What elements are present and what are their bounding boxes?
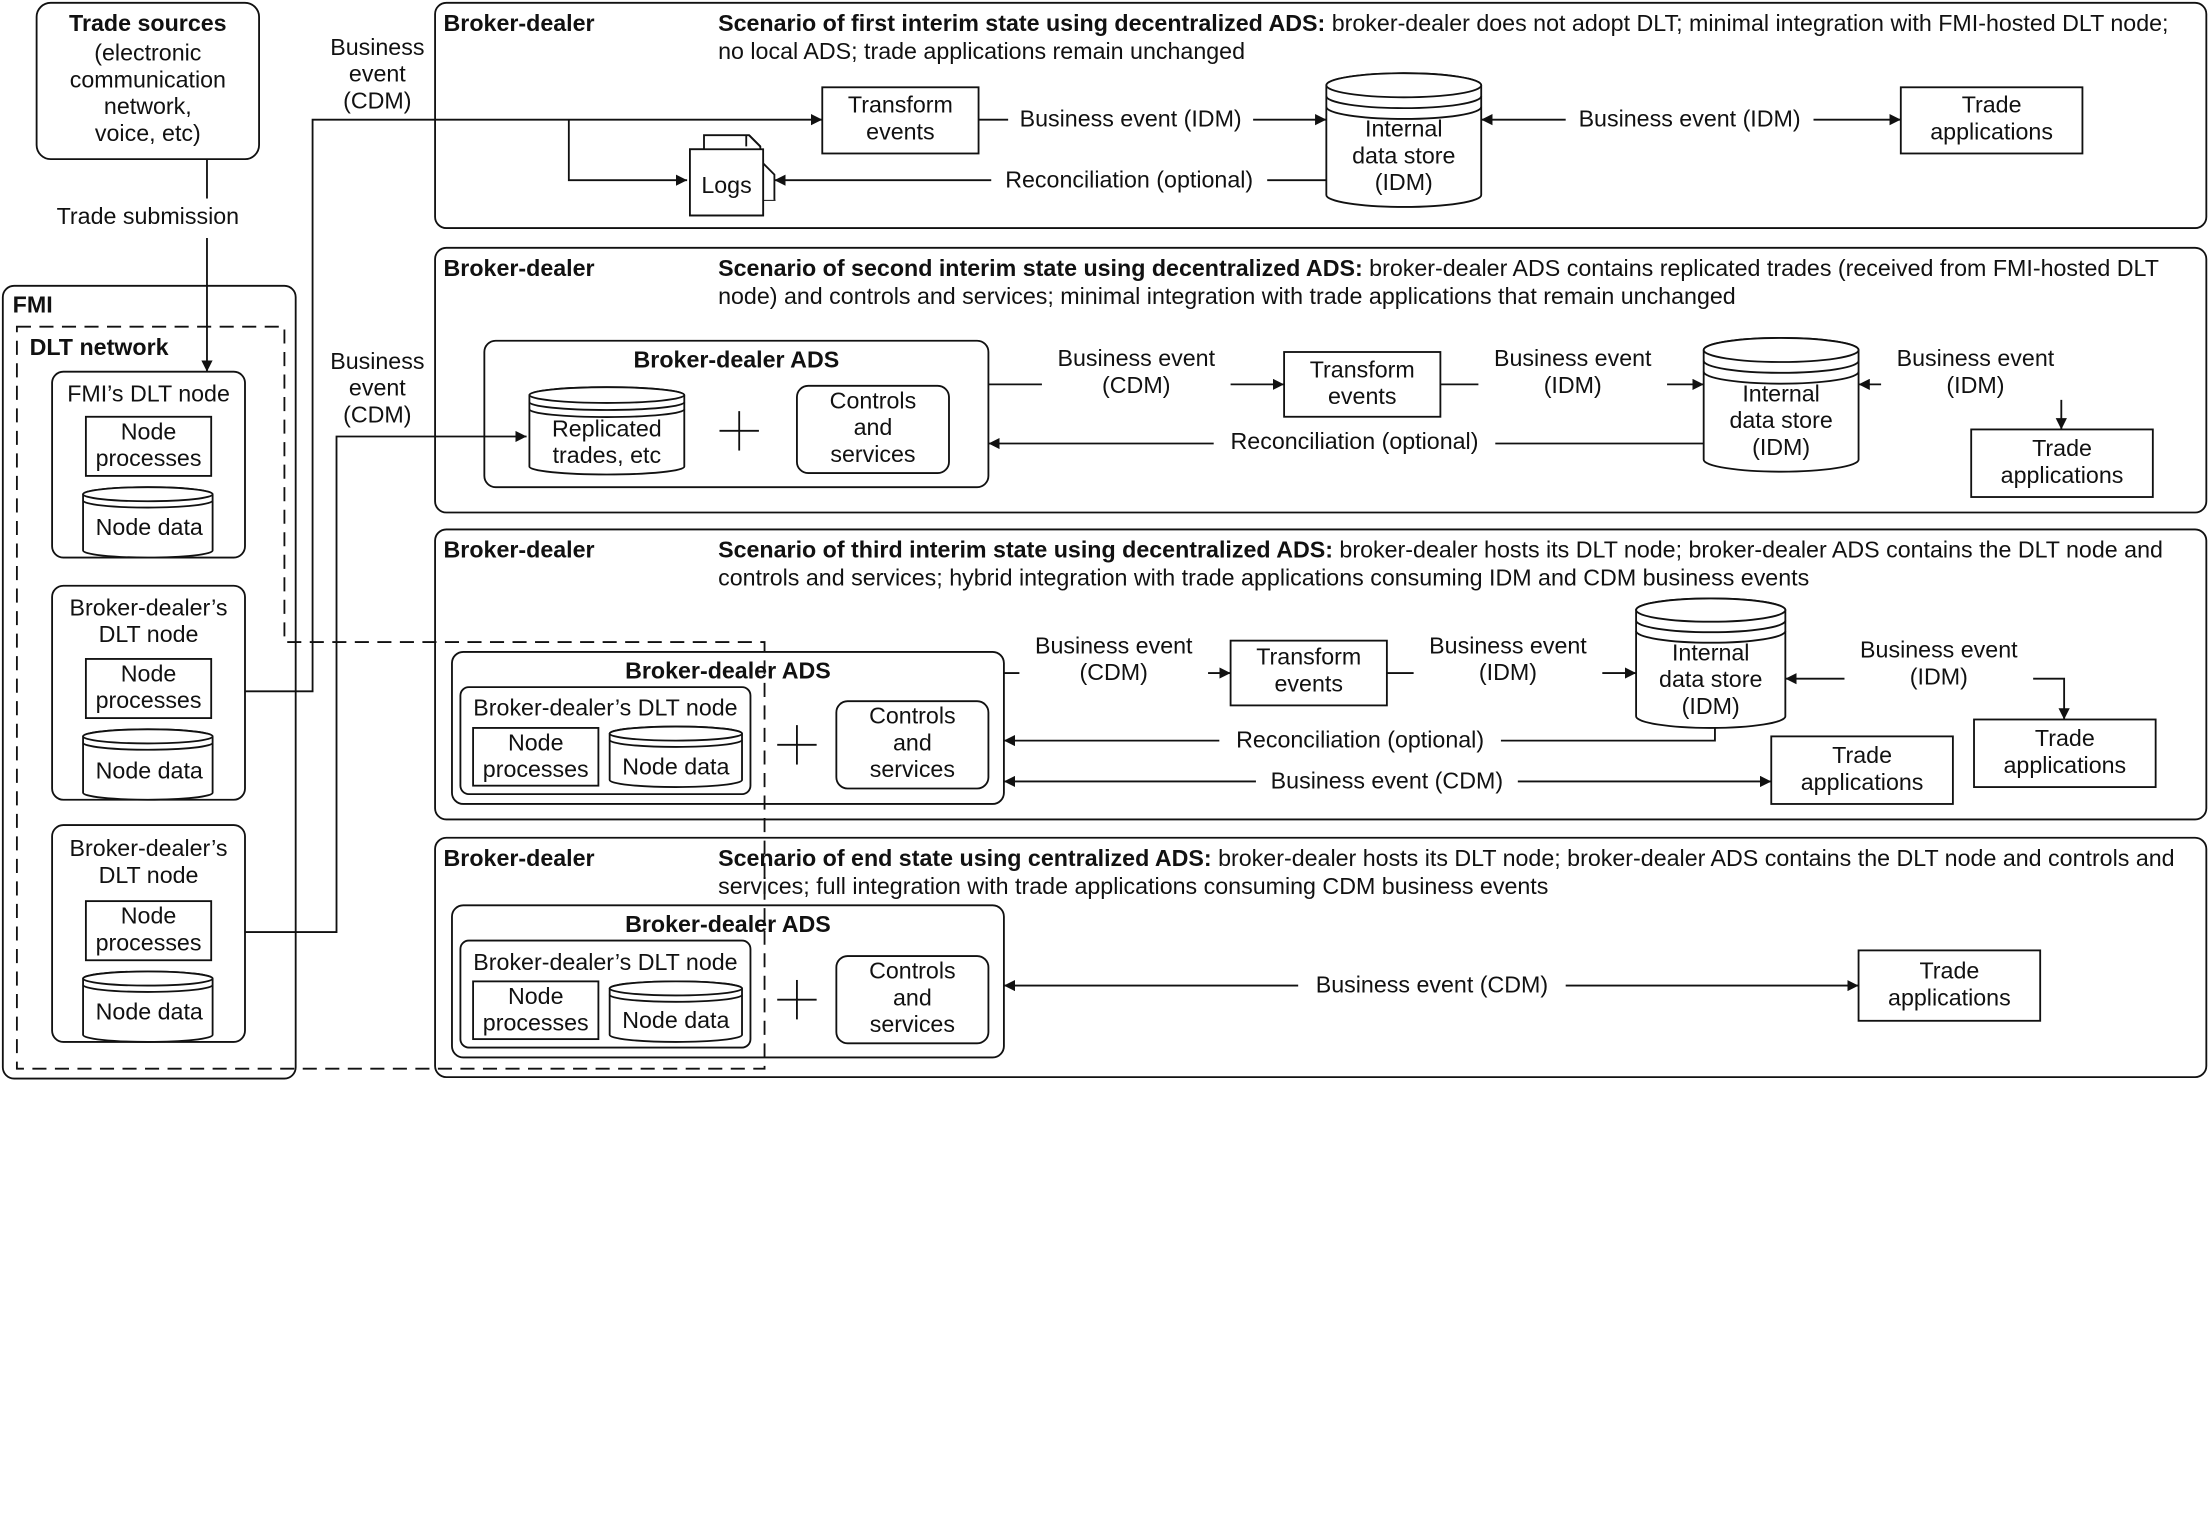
p3-controls: Controls and services — [869, 704, 956, 783]
p3-trade-apps-1: Trade applications — [1800, 743, 1924, 796]
fmi-node-processes-box — [84, 415, 213, 477]
bd1-node-data-cylinder — [82, 728, 214, 801]
bd2-node-data: Node data — [95, 999, 203, 1026]
p2-trade-apps: Trade applications — [2000, 436, 2124, 489]
fmi-label: FMI — [12, 292, 53, 319]
left-business-event-2: Business event (CDM) — [330, 349, 425, 429]
p1-trade-apps: Trade applications — [1930, 92, 2053, 146]
p3-store-cylinder — [1635, 597, 1787, 729]
p4-dlt-node-title: Broker-dealer’s DLT node — [473, 950, 738, 976]
p2-store-cylinder — [1702, 337, 1860, 473]
p4-ads-title: Broker-dealer ADS — [625, 912, 831, 938]
panel-2-box — [434, 246, 2208, 514]
p3-edge-cdm: Business event (CDM) — [1019, 633, 1209, 688]
p3-controls-box — [835, 700, 990, 790]
fmi-box — [1, 284, 297, 1080]
p2-controls: Controls and services — [829, 388, 917, 468]
p1-transform-label: Transform events — [847, 92, 953, 146]
p3-trade-apps-1-box — [1770, 735, 1954, 805]
p3-edge-cdm-2: Business event (CDM) — [1255, 768, 1518, 796]
dlt-network-label: DLT network — [29, 335, 169, 361]
panel-3-scenario: Scenario of third interim state using de… — [718, 537, 2163, 591]
p2-ads-box — [483, 339, 990, 489]
p4-node-data: Node data — [622, 1008, 730, 1034]
p4-node-processes: Node processes — [482, 984, 589, 1037]
p3-edge-idm-2: Business event (IDM) — [1844, 637, 2034, 692]
p4-edge-cdm: Business event (CDM) — [1298, 972, 1566, 1000]
p4-dlt-node-box — [459, 939, 752, 1049]
p3-transform: Transform events — [1256, 644, 1362, 697]
p1-store-label: Internal data store (IDM) — [1352, 116, 1456, 196]
trade-sources-desc: (electronic communication network, voice… — [69, 40, 226, 147]
trade-sources-box — [35, 1, 260, 161]
p3-node-processes: Node processes — [482, 730, 589, 783]
bd1-node-processes: Node processes — [95, 661, 202, 714]
p1-edge-idm-2: Business event (IDM) — [1565, 107, 1814, 134]
p2-ads-title: Broker-dealer ADS — [633, 347, 840, 374]
dlt-network-region — [15, 325, 766, 1070]
p4-controls: Controls and services — [869, 958, 956, 1038]
p2-reconciliation: Reconciliation (optional) — [1213, 429, 1496, 457]
p2-edge-cdm: Business event (CDM) — [1041, 346, 1231, 400]
p1-reconciliation: Reconciliation (optional) — [991, 167, 1268, 195]
trade-sources-title: Trade sources — [69, 11, 227, 37]
p3-ads-box — [451, 650, 1005, 805]
left-business-event-1: Business event (CDM) — [330, 35, 425, 115]
panel-3-box — [434, 528, 2208, 821]
fmi-node-data: Node data — [95, 515, 203, 541]
bd1-node-data: Node data — [95, 758, 203, 785]
panel-1-box — [434, 1, 2208, 230]
p1-store-cylinder — [1325, 72, 1483, 208]
p2-edge-idm: Business event (IDM) — [1478, 346, 1668, 400]
trade-submission-label: Trade submission — [42, 204, 254, 231]
p3-edge-idm: Business event (IDM) — [1413, 633, 1603, 688]
p3-node-data: Node data — [622, 754, 730, 781]
fmi-node-processes: Node processes — [95, 419, 202, 472]
bd1-node-processes-box — [84, 658, 213, 719]
panel-4-label: Broker-dealer — [443, 846, 595, 872]
p1-logs-label: Logs — [701, 173, 752, 199]
bd-dlt-node-1-title: Broker-dealer’s DLT node — [69, 595, 228, 648]
p2-replicated-cylinder — [528, 386, 686, 476]
p3-reconciliation: Reconciliation (optional) — [1219, 727, 1501, 755]
p3-ads-title: Broker-dealer ADS — [625, 658, 831, 685]
panel-4-scenario: Scenario of end state using centralized … — [718, 846, 2175, 900]
p3-trade-apps-2: Trade applications — [2003, 726, 2127, 779]
p2-replicated: Replicated trades, etc — [551, 416, 662, 469]
panel-1-scenario: Scenario of first interim state using de… — [718, 11, 2169, 65]
panel-2-scenario: Scenario of second interim state using d… — [718, 256, 2159, 310]
p4-node-processes-box — [472, 980, 600, 1041]
p1-logs-box — [689, 148, 765, 217]
p2-transform: Transform events — [1309, 357, 1415, 410]
p1-edge-idm: Business event (IDM) — [1008, 107, 1254, 134]
p2-edge-idm-2: Business event (IDM) — [1881, 346, 2070, 400]
bd-dlt-node-2-title: Broker-dealer’s DLT node — [69, 836, 228, 889]
p4-trade-apps: Trade applications — [1888, 958, 2011, 1011]
panel-1-label: Broker-dealer — [443, 11, 595, 37]
p2-store: Internal data store (IDM) — [1729, 381, 1833, 461]
panel-4-box — [434, 836, 2208, 1079]
panel-3-label: Broker-dealer — [443, 537, 595, 564]
bd2-node-data-cylinder — [82, 970, 214, 1043]
p3-dlt-node-title: Broker-dealer’s DLT node — [473, 695, 738, 721]
fmi-node-data-cylinder — [82, 486, 214, 559]
bd2-node-processes: Node processes — [95, 903, 202, 957]
p3-dlt-node-box — [459, 686, 752, 796]
bd2-node-processes-box — [84, 900, 213, 962]
p3-node-processes-box — [472, 727, 600, 787]
p4-controls-box — [835, 955, 990, 1045]
fmi-dlt-node-title: FMI’s DLT node — [67, 381, 230, 407]
panel-2-label: Broker-dealer — [443, 256, 595, 282]
p4-node-data-cylinder — [608, 980, 743, 1043]
p3-node-data-cylinder — [608, 725, 743, 788]
diagram-canvas — [1, 1, 2208, 1080]
p2-controls-box — [796, 384, 950, 475]
p3-store: Internal data store (IDM) — [1659, 640, 1763, 720]
